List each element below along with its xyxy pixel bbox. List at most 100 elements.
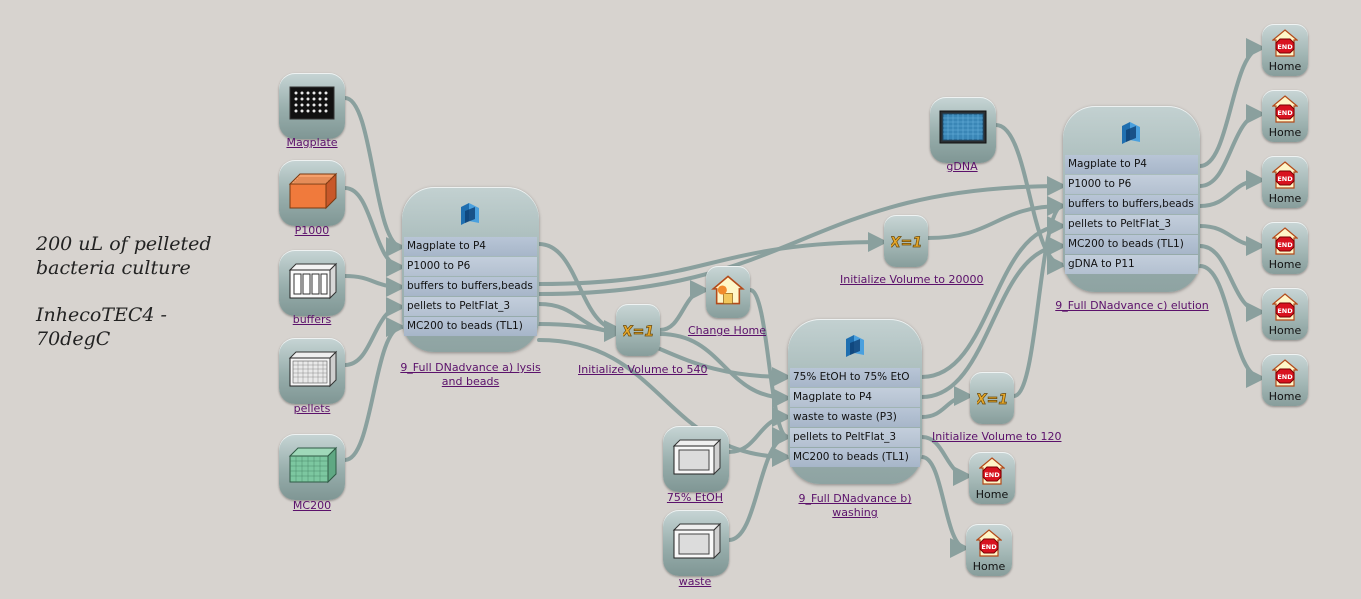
connection-wire [343,297,406,367]
method-title-line: washing [832,506,878,519]
labware-waste[interactable] [663,510,729,576]
labware-buffers[interactable] [279,250,345,316]
end-label: Home [1268,60,1302,73]
connection-wire [994,123,1067,275]
label-pellets[interactable]: pellets [293,402,331,415]
variable-init-20000[interactable]: X=1 [884,215,928,267]
end-label: Home [975,488,1009,501]
end-label: Home [972,560,1006,573]
end-home-5[interactable]: END Home [1262,288,1308,340]
labware-p1000[interactable] [279,160,345,226]
end-home-3[interactable]: END Home [1262,156,1308,208]
tip-box-icon [286,170,338,210]
connection-wire [920,216,1067,379]
method-row[interactable]: waste to waste (P3) [790,408,920,427]
labware-etoh[interactable] [663,426,729,492]
end-sign-text: END [984,471,1000,479]
end-sign-text: END [1277,175,1293,183]
method-row[interactable]: buffers to buffers,beads [404,277,537,296]
connection-wire [920,455,970,558]
label-mc200[interactable]: MC200 [292,499,332,512]
variable-icon: X=1 [891,235,921,252]
end-home-6[interactable]: END Home [1262,354,1308,406]
connection-wire [920,236,1067,399]
method-row[interactable]: P1000 to P6 [1065,175,1198,194]
note-sample: 200 uL of pelleted bacteria culture [36,232,236,280]
note-incubation: InhecoTEC4 - 70degC [36,303,236,351]
method-row[interactable]: pellets to PeltFlat_3 [790,428,920,447]
end-sign-text: END [1277,109,1293,117]
label-magplate[interactable]: Magplate [286,136,338,149]
method-row[interactable]: Magplate to P4 [790,388,920,407]
note-line: 70degC [36,328,111,350]
connection-wire [343,274,406,297]
variable-init-540[interactable]: X=1 [616,304,660,356]
end-home-4[interactable]: END Home [1262,222,1308,274]
connection-wire [343,186,406,277]
label-change-home[interactable]: Change Home [687,324,767,337]
method-a-title[interactable]: 9_Full DNadvance a) lysis and beads [392,361,549,389]
labware-pellets[interactable] [279,338,345,404]
end-icon: END [1272,359,1298,387]
note-line: 200 uL of pelleted [36,233,212,255]
connection-wire [343,317,406,462]
label-gdna[interactable]: gDNA [946,160,978,173]
label-p1000[interactable]: P1000 [294,224,330,237]
method-b-title[interactable]: 9_Full DNadvance b) washing [782,492,928,520]
connection-wire [727,427,792,542]
connection-wire [920,435,973,486]
label-waste[interactable]: waste [678,575,712,588]
method-row[interactable]: MC200 to beads (TL1) [790,448,920,467]
end-home-8[interactable]: END Home [966,524,1012,576]
method-row[interactable]: pellets to PeltFlat_3 [404,297,537,316]
end-home-2[interactable]: END Home [1262,90,1308,142]
reservoir-icon [286,260,338,300]
label-init-120[interactable]: Initialize Volume to 120 [932,430,1062,443]
method-row[interactable]: MC200 to beads (TL1) [1065,235,1198,254]
end-icon: END [976,529,1002,557]
connection-wire [1198,170,1266,208]
plate-icon [286,444,338,484]
label-buffers[interactable]: buffers [292,313,332,326]
labware-mc200[interactable] [279,434,345,500]
variable-init-120[interactable]: X=1 [970,372,1014,424]
labware-gdna[interactable] [930,97,996,163]
connection-wire [1198,38,1266,168]
method-b-washing[interactable]: 75% EtOH to 75% EtO Magplate to P4 waste… [788,319,922,484]
method-row[interactable]: Magplate to P4 [1065,155,1198,174]
end-sign-text: END [1277,373,1293,381]
connection-wire [926,196,1067,240]
method-row[interactable]: MC200 to beads (TL1) [404,317,537,336]
connection-wire [1012,196,1067,398]
labware-magplate[interactable] [279,73,345,139]
method-title-line: 9_Full DNadvance b) [798,492,912,505]
connection-wire [537,232,888,286]
method-row[interactable]: buffers to buffers,beads [1065,195,1198,214]
label-init-20000[interactable]: Initialize Volume to 20000 [840,273,984,286]
method-row[interactable]: P1000 to P6 [404,257,537,276]
method-row[interactable]: gDNA to P11 [1065,255,1198,274]
method-icon [455,199,485,229]
method-a-lysis[interactable]: Magplate to P4 P1000 to P6 buffers to bu… [402,187,539,352]
method-icon [1116,118,1146,148]
end-label: Home [1268,192,1302,205]
variable-icon: X=1 [623,324,653,341]
end-home-7[interactable]: END Home [969,452,1015,504]
label-etoh[interactable]: 75% EtOH [666,491,724,504]
method-row[interactable]: Magplate to P4 [404,237,537,256]
reservoir-icon [670,520,722,560]
method-c-elution[interactable]: Magplate to P4 P1000 to P6 buffers to bu… [1063,106,1200,292]
label-init-540[interactable]: Initialize Volume to 540 [578,363,708,376]
method-title-line: and beads [441,375,500,388]
connection-wire [537,322,792,387]
note-line: bacteria culture [36,257,191,279]
change-home-step[interactable] [706,266,750,318]
method-icon [840,331,870,361]
method-c-title[interactable]: 9_Full DNadvance c) elution [1055,299,1209,312]
end-sign-text: END [1277,43,1293,51]
variable-icon: X=1 [977,392,1007,409]
method-row[interactable]: pellets to PeltFlat_3 [1065,215,1198,234]
end-home-1[interactable]: END Home [1262,24,1308,76]
method-row[interactable]: 75% EtOH to 75% EtO [790,368,920,387]
